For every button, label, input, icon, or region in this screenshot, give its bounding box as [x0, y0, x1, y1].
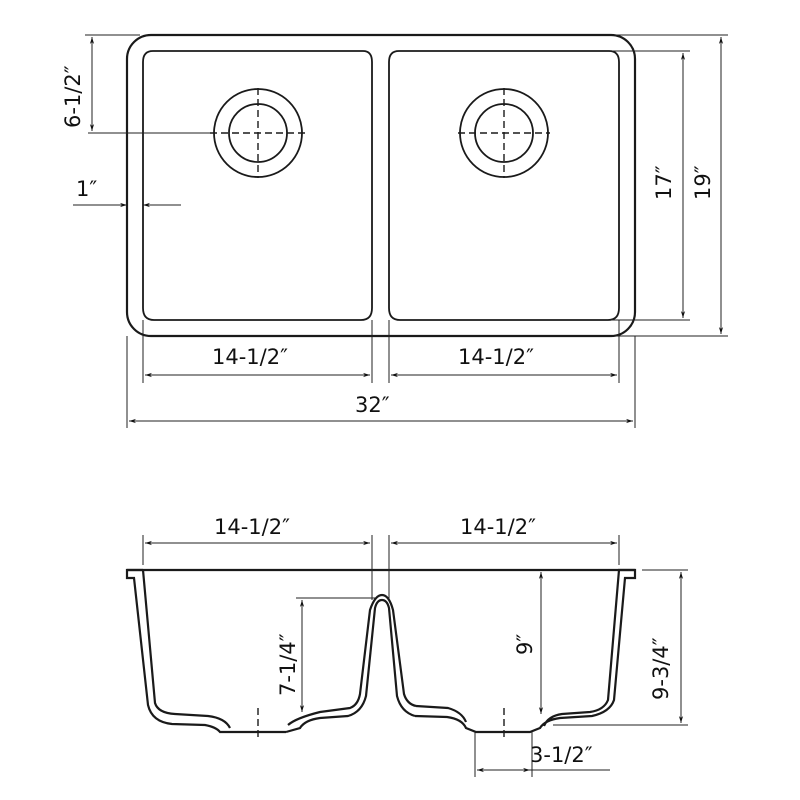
label-side-drain-offset: 3-1/2″ — [530, 743, 593, 767]
dimension-overall-depth: 19″ — [615, 34, 728, 337]
dimension-drain-offset: 6-1/2″ — [61, 34, 210, 134]
dimension-rim-width: 1″ — [73, 177, 181, 208]
label-overall-width: 32″ — [355, 393, 390, 417]
dimension-divider-height: 7-1/4″ — [276, 597, 375, 712]
side-view: 14-1/2″ 14-1/2″ 7-1/4″ 9″ 9-3/4″ — [125, 515, 688, 777]
dimension-left-bowl-width: 14-1/2″ — [145, 345, 370, 378]
label-right-bowl-width: 14-1/2″ — [458, 345, 534, 369]
dimension-overall-height: 9-3/4″ — [553, 569, 688, 726]
dimension-overall-width: 32″ — [129, 393, 633, 424]
top-view: 6-1/2″ 1″ 17″ 19″ — [61, 33, 728, 428]
label-divider-height: 7-1/4″ — [276, 633, 300, 696]
label-overall-height: 9-3/4″ — [649, 637, 673, 700]
right-bowl-profile — [414, 568, 637, 734]
label-bowl-depth: 17″ — [652, 165, 676, 200]
sink-outer-rim — [125, 33, 637, 338]
dimension-bowl-depth: 17″ — [610, 50, 690, 321]
label-drain-offset: 6-1/2″ — [61, 65, 85, 128]
right-drain-icon — [458, 88, 550, 178]
label-side-left-bowl-width: 14-1/2″ — [214, 515, 290, 539]
right-bowl-outline — [388, 50, 620, 321]
label-bowl-depth-side: 9″ — [513, 634, 537, 655]
left-bowl-profile — [125, 568, 232, 734]
dimension-side-right-bowl-width: 14-1/2″ — [391, 515, 617, 546]
dimension-right-bowl-width: 14-1/2″ — [391, 345, 617, 378]
left-bowl-outline — [142, 50, 373, 321]
dimension-bowl-depth-side: 9″ — [513, 572, 544, 714]
label-rim-width: 1″ — [76, 177, 97, 201]
label-left-bowl-width: 14-1/2″ — [212, 345, 288, 369]
label-side-right-bowl-width: 14-1/2″ — [460, 515, 536, 539]
left-drain-icon — [210, 88, 306, 178]
label-overall-depth: 19″ — [691, 165, 715, 200]
dimension-side-drain-offset: 3-1/2″ — [474, 732, 610, 777]
dimension-side-left-bowl-width: 14-1/2″ — [145, 515, 370, 546]
